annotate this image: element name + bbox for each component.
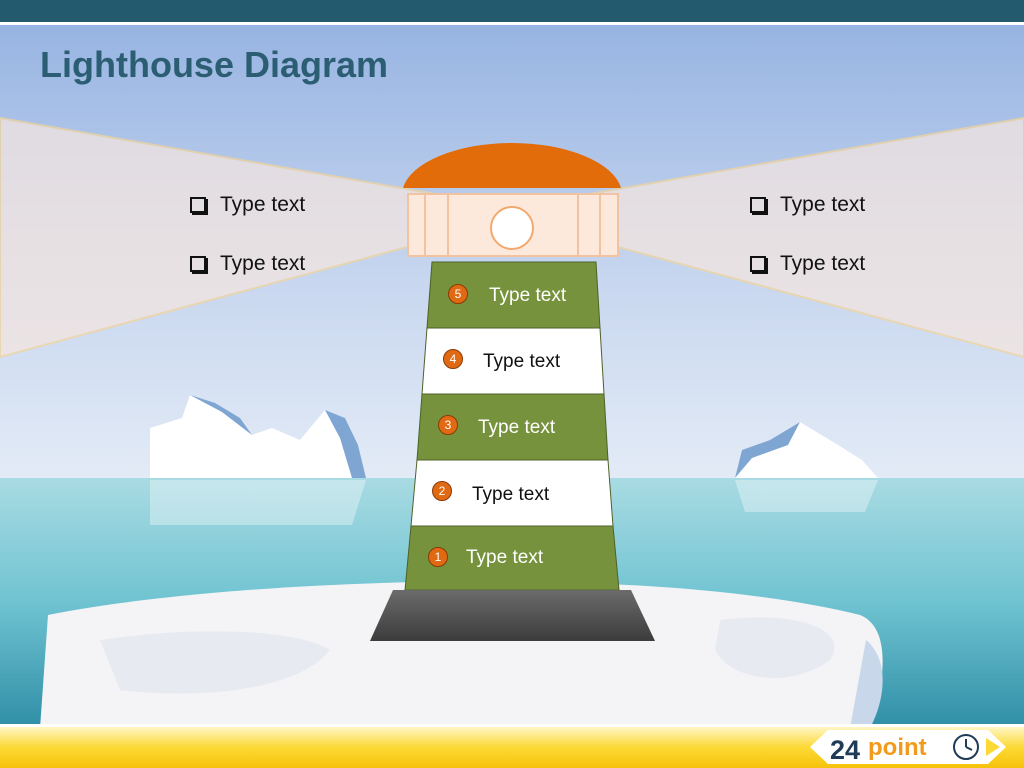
ice-floe — [40, 581, 883, 728]
logo-number: 24 — [830, 735, 860, 765]
checkbox-icon — [190, 197, 206, 213]
clock-icon — [953, 734, 979, 760]
lighthouse-dome — [403, 142, 621, 188]
bullet-text: Type text — [220, 193, 306, 216]
lighthouse-base — [370, 590, 655, 641]
tier-2-number-badge: 2 — [432, 481, 452, 501]
beam-left-item-1: Type text — [190, 193, 305, 217]
checkbox-icon — [750, 256, 766, 272]
24point-logo: 24 point — [810, 730, 1006, 765]
beam-right-item-2: Type text — [750, 252, 865, 276]
tier-4-number-badge: 4 — [443, 349, 463, 369]
tier-5-label: Type text — [489, 285, 567, 306]
header-bar — [0, 0, 1024, 22]
lamp-room — [403, 142, 621, 257]
beam-left-item-2: Type text — [190, 252, 305, 276]
tier-3-label: Type text — [478, 417, 556, 438]
checkbox-icon — [190, 256, 206, 272]
logo-word: point — [868, 734, 927, 761]
slide-title: Lighthouse Diagram — [40, 44, 389, 85]
checkbox-icon — [750, 197, 766, 213]
tier-2-label: Type text — [472, 484, 550, 505]
bullet-text: Type text — [780, 193, 866, 216]
lighthouse-tower — [404, 261, 620, 591]
tier-4-label: Type text — [483, 351, 561, 372]
tier-3-number-badge: 3 — [438, 415, 458, 435]
tier-5-number-badge: 5 — [448, 284, 468, 304]
bullet-text: Type text — [780, 252, 866, 275]
iceberg-right — [735, 422, 878, 512]
iceberg-left — [150, 395, 366, 525]
tier-1-number-badge: 1 — [428, 547, 448, 567]
tier-1-label: Type text — [466, 547, 544, 568]
beam-right-item-1: Type text — [750, 193, 865, 217]
bullet-text: Type text — [220, 252, 306, 275]
lamp-icon — [490, 206, 534, 250]
